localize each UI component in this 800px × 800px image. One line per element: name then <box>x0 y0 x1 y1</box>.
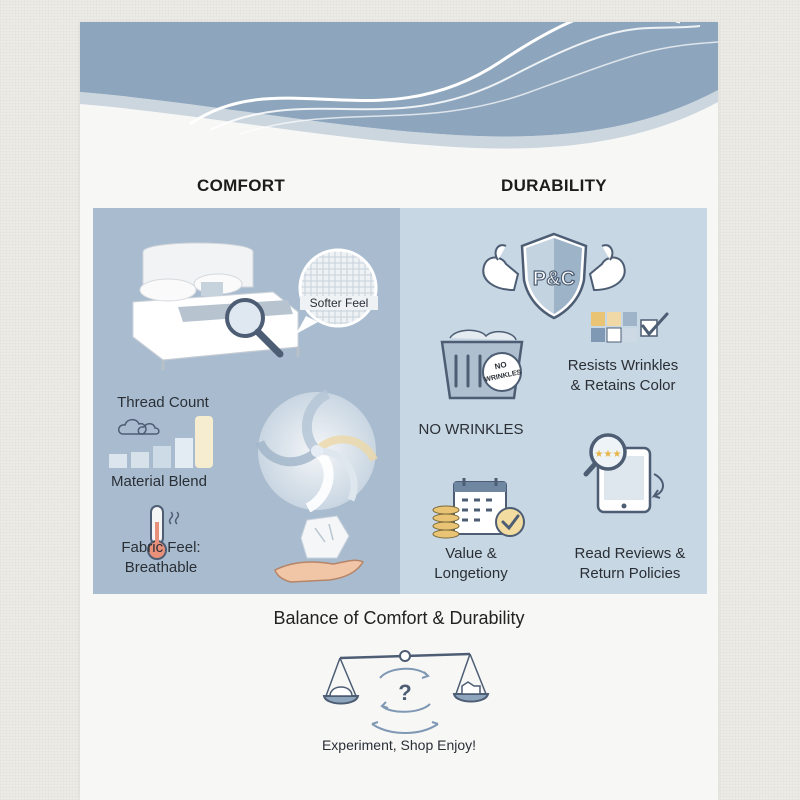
svg-text:★★★: ★★★ <box>595 449 622 460</box>
fabric-weave-icon <box>296 248 378 334</box>
tablet-review-icon: ★★★ <box>583 433 664 514</box>
reviews-line2: Return Policies <box>579 565 681 582</box>
bar-cloud-icon <box>109 416 213 468</box>
balance-title: Balance of Comfort & Durability <box>273 608 525 628</box>
basket-badge-line1: NO <box>494 360 508 371</box>
no-wrinkles-label: NO WRINKLES <box>418 421 524 438</box>
thermometer-icon <box>147 505 180 560</box>
durability-heading: DURABILITY <box>501 176 607 195</box>
header-wave-banner <box>80 22 718 149</box>
footer-text: Experiment, Shop Enjoy! <box>321 737 477 753</box>
material-blend-label: Material Blend <box>111 473 207 490</box>
swirl-fabric-icon <box>256 390 378 512</box>
shield-strength-icon: P&C <box>482 232 626 320</box>
fabric-feel-line1: Fabric Feel: <box>121 539 201 556</box>
comfort-panel: Softer Feel Thread Count Material Blend … <box>93 208 400 594</box>
fabric-feel-label: Fabric Feel: Breathable <box>93 538 229 578</box>
infographic-card: COMFORT DURABILITY <box>80 22 718 800</box>
shield-text: P&C <box>533 268 575 290</box>
resists-line1: Resists Wrinkles <box>567 357 679 374</box>
value-longevity-label: Value & Longetiony <box>412 544 530 584</box>
reviews-policies-label: Read Reviews & Return Policies <box>560 544 700 584</box>
balance-scale-icon: ? <box>322 650 490 734</box>
softer-feel-label: Softer Feel <box>300 296 378 310</box>
color-swatch-check-icon <box>591 312 669 343</box>
comfort-heading: COMFORT <box>197 176 286 195</box>
laundry-basket-icon: NO WRINKLES <box>440 329 524 400</box>
durability-panel: P&C NO WRINKLES NO WRINKLES Resists Wrin… <box>400 208 707 594</box>
balance-question-mark: ? <box>398 680 411 705</box>
value-line1: Value & <box>445 545 497 562</box>
resists-wrinkles-label: Resists Wrinkles & Retains Color <box>548 356 698 396</box>
thread-count-label: Thread Count <box>117 394 209 411</box>
calendar-coins-icon <box>432 478 525 539</box>
magnifier-icon <box>225 298 284 358</box>
reviews-line1: Read Reviews & <box>574 545 686 562</box>
hand-fabric-icon <box>274 515 365 583</box>
resists-line2: & Retains Color <box>570 377 676 394</box>
fabric-feel-line2: Breathable <box>124 559 198 576</box>
value-line2: Longetiony <box>434 565 508 582</box>
